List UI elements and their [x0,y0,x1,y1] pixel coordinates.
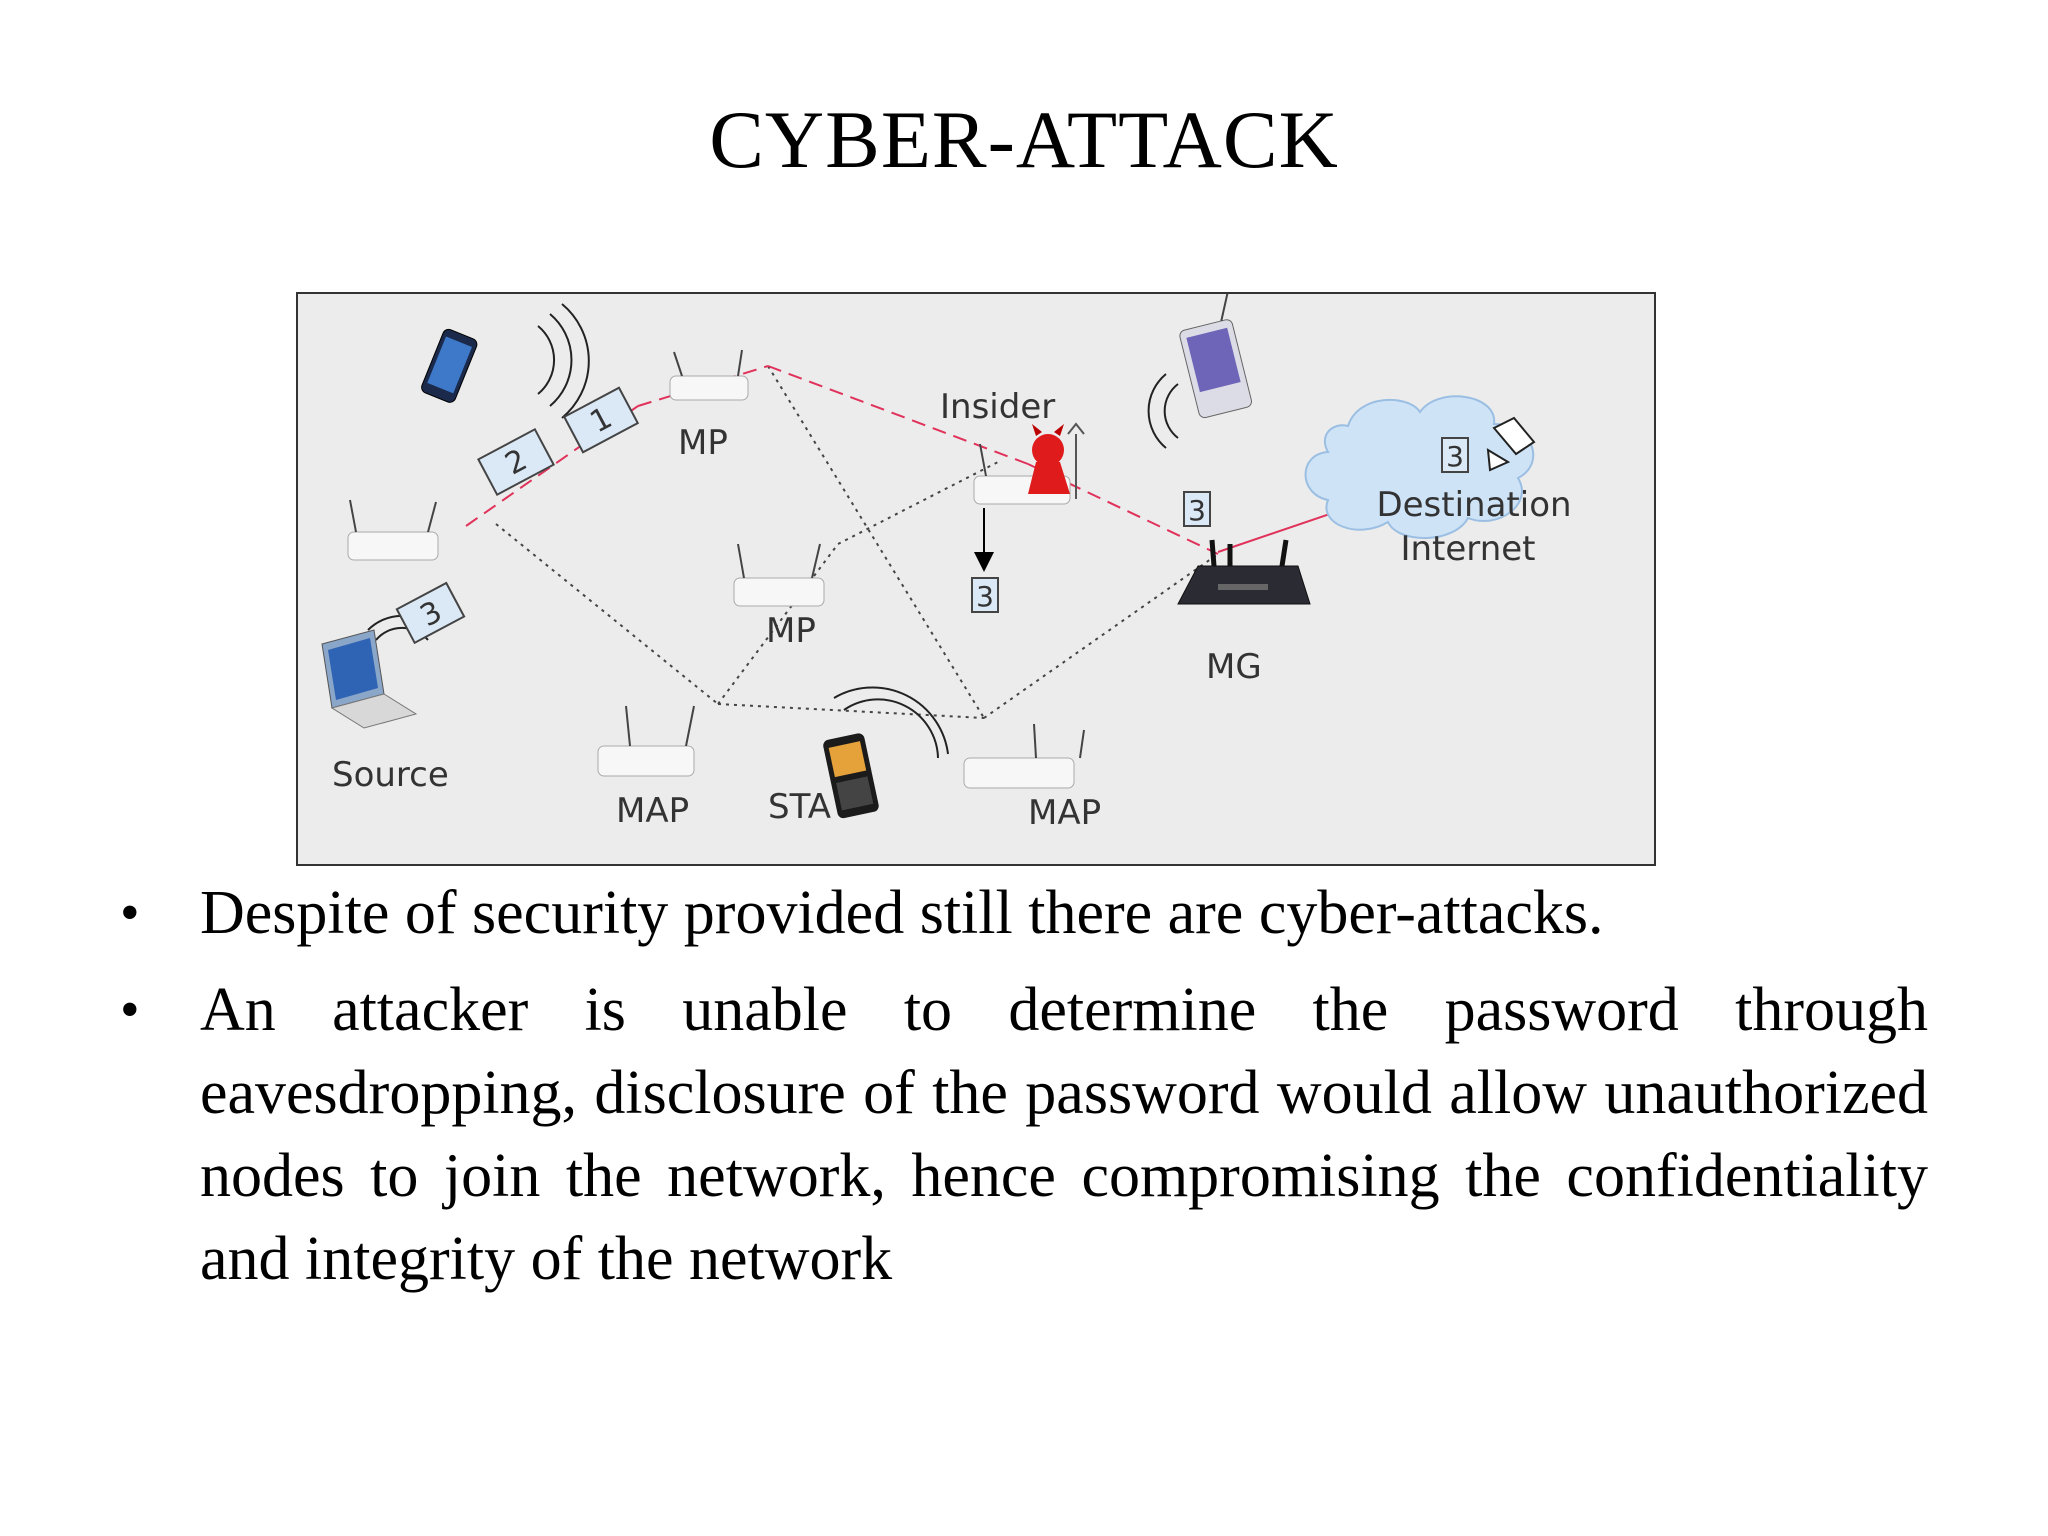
packet-3-destination-label: 3 [1446,440,1464,473]
bullet-list: • Despite of security provided still the… [120,872,1928,1315]
mesh-links [495,365,1219,719]
destination-cloud [1304,395,1535,539]
label-source: Source [332,755,449,795]
label-map-right: MAP [1028,793,1101,833]
network-diagram: 1 2 3 3 3 3 Insider MP MP MAP STA MAP MG [296,292,1656,866]
label-destination: Destination [1376,485,1571,525]
insider-devil-icon [1028,422,1085,499]
label-insider: Insider [940,387,1055,427]
packet-3-to-mg: 3 [1183,491,1211,527]
laptop-icon [321,629,418,729]
wireless-arcs [367,303,1179,759]
router-mp-center [733,543,825,607]
slide-title: CYBER-ATTACK [709,94,1339,185]
packet-2: 2 [477,427,555,497]
packet-1: 1 [562,386,640,454]
mesh-gateway-router [1177,539,1311,605]
bullet-item: • An attacker is unable to determine the… [120,969,1928,1301]
bullet-item: • Despite of security provided still the… [120,872,1928,955]
router-source [347,499,439,561]
packet-3-source: 3 [395,581,466,645]
packet-3-destination: 3 [1441,437,1469,473]
smartphone-icon [421,328,478,403]
label-map-left: MAP [616,791,689,831]
packet-3-dropped: 3 [971,577,999,613]
sta-phone-icon [823,733,879,819]
label-internet: Internet [1400,529,1535,569]
label-mp-top: MP [678,423,728,463]
label-mg: MG [1206,647,1262,687]
router-mp-top [669,349,749,401]
label-mp-center: MP [766,611,816,651]
destination-computer-icon [1486,416,1536,472]
attack-path [465,365,1219,555]
bullet-text: Despite of security provided still there… [200,879,1604,947]
packet-3-dropped-label: 3 [976,580,994,613]
network-diagram-svg: 1 2 3 3 3 3 Insider MP MP MAP STA MAP MG [321,294,1572,833]
tablet-icon [1179,294,1253,419]
label-sta: STA [768,787,831,827]
router-map-left [597,705,695,777]
bullet-marker: • [120,882,140,944]
bullet-marker: • [120,979,140,1041]
packet-3-to-mg-label: 3 [1188,494,1206,527]
router-map-right [963,723,1085,789]
bullet-text: An attacker is unable to determine the p… [200,976,1928,1293]
